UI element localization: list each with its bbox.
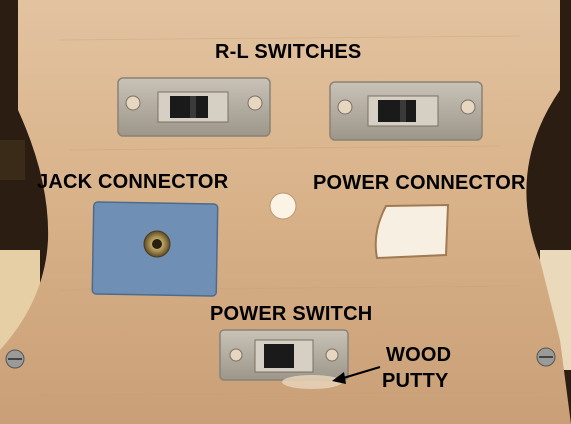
rl-switches-label: R-L SWITCHES (215, 41, 362, 63)
arrow-icon (332, 366, 381, 384)
power-switch (219, 329, 349, 389)
screw-right (536, 347, 556, 367)
jack-connector (91, 201, 219, 297)
jack-connector-label: JACK CONNECTOR (37, 171, 229, 193)
power-connector-label: POWER CONNECTOR (313, 172, 526, 194)
rl-switch-left (117, 77, 271, 137)
left-gap (0, 140, 25, 180)
power-connector-cutout (374, 203, 450, 260)
wood-putty-label-line2: PUTTY (382, 370, 449, 392)
round-hole (269, 192, 297, 220)
power-switch-label: POWER SWITCH (210, 303, 373, 325)
screw-left (5, 349, 25, 369)
rl-switch-right (329, 81, 483, 141)
wood-putty-label-line1: WOOD (386, 344, 452, 366)
